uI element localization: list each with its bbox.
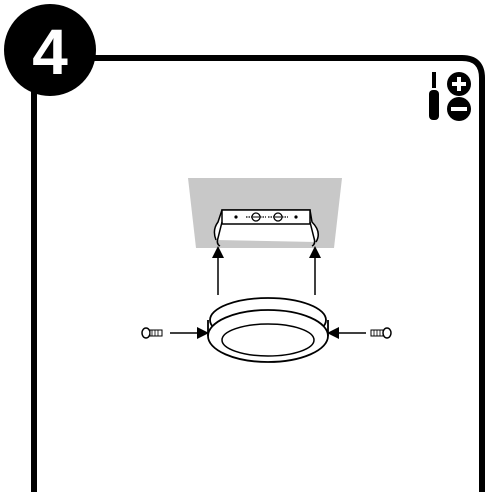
mounting-bracket: [213, 209, 319, 247]
minus-circle-icon: [447, 97, 471, 121]
side-screw-right: [370, 327, 392, 339]
light-fixture: [207, 297, 329, 363]
step-badge: 4: [4, 4, 96, 96]
bracket-screw-left: [246, 212, 266, 222]
step-number: 4: [32, 16, 68, 88]
plus-circle-icon: [447, 72, 471, 96]
panel-frame: [31, 55, 485, 492]
side-screw-left: [141, 327, 163, 339]
bracket-screw-right: [268, 212, 288, 222]
tool-indicator: [429, 72, 471, 121]
screwdriver-icon: [429, 72, 439, 120]
